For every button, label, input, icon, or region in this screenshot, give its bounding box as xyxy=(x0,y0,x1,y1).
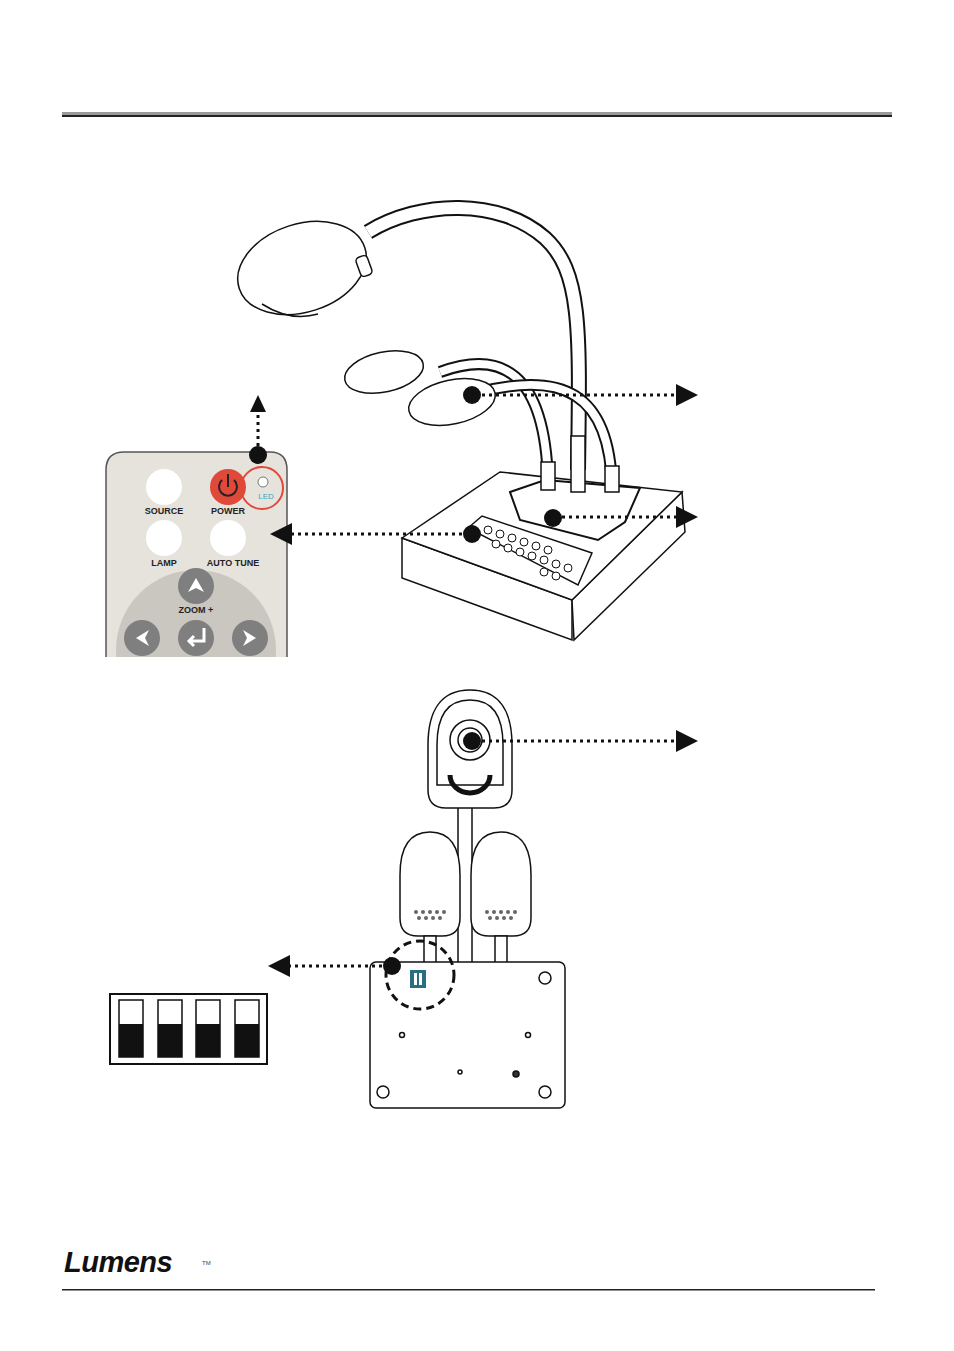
remote-control xyxy=(106,452,287,730)
led-label: LED xyxy=(258,493,274,501)
header-rule xyxy=(62,112,892,115)
remote-outline xyxy=(106,452,287,657)
document-camera xyxy=(226,206,685,640)
dip-switch xyxy=(110,994,267,1064)
button-label: ZOOM + xyxy=(179,606,214,615)
button-label: SOURCE xyxy=(145,507,184,516)
brand-logo: Lumens xyxy=(64,1248,172,1277)
arrowheads xyxy=(250,384,698,977)
document-camera-top-view xyxy=(370,690,565,1108)
trademark: TM xyxy=(202,1260,211,1266)
callout-dots xyxy=(249,386,562,975)
button-label: LAMP xyxy=(151,559,177,568)
footer-rule xyxy=(62,1289,875,1291)
header-rule xyxy=(62,115,892,117)
button-label: POWER xyxy=(211,507,245,516)
leader-arrows xyxy=(258,395,676,966)
button-label: AUTO TUNE xyxy=(207,559,259,568)
